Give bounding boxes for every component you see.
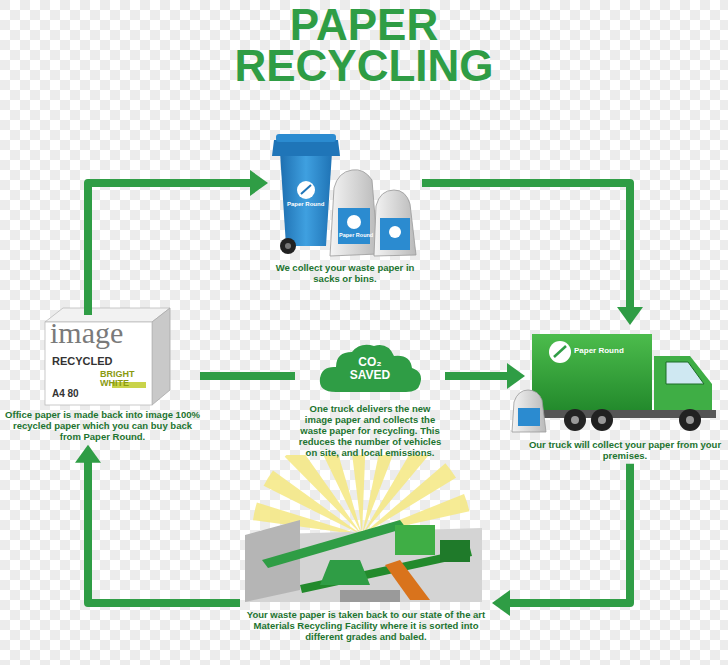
brand-name: image: [50, 318, 123, 348]
truck-step: Our truck will collect your paper from y…: [525, 325, 725, 464]
arrow-head: [492, 590, 510, 616]
step-caption: Our truck will collect your paper from y…: [525, 440, 725, 462]
step-caption: We collect your waste paper in sacks or …: [268, 263, 422, 285]
arrow-shaft: [88, 183, 252, 315]
arrow-head: [507, 363, 525, 389]
arrow-shaft: [422, 183, 630, 309]
brand-label: Paper Round: [339, 233, 373, 239]
paper-sacks: [330, 170, 416, 256]
product-line: RECYCLED: [52, 356, 113, 367]
co2-cloud: CO₂ SAVED One truck delivers the new imag…: [295, 340, 445, 461]
flow-arrow: [492, 464, 630, 616]
title-block: PAPER RECYCLING: [0, 4, 728, 86]
cloud-shape: CO₂ SAVED: [314, 340, 426, 398]
flow-arrow: [88, 170, 268, 315]
arrow-shaft: [445, 372, 509, 380]
recycling-facility: [245, 480, 482, 602]
paper-size: A4 80: [52, 389, 79, 399]
paper-ream: [45, 308, 170, 405]
arrow-shaft: [508, 464, 630, 603]
title: PAPER RECYCLING: [214, 4, 514, 86]
cloud-heading: CO₂ SAVED: [340, 356, 400, 382]
paper-shade: BRIGHT WHITE: [100, 370, 148, 388]
wheelie-bin: [272, 134, 340, 254]
step-caption: Office paper is made back into image 100…: [5, 410, 200, 443]
brand-label: Paper Round: [574, 347, 624, 355]
arrow-head: [250, 170, 268, 196]
flow-arrow: [200, 376, 295, 377]
facility-step: Your waste paper is taken back to our st…: [240, 485, 492, 645]
flow-arrow: [422, 183, 643, 325]
flow-arrow: [75, 445, 240, 603]
step-caption: One truck delivers the new image paper a…: [295, 404, 445, 459]
arrow-head: [617, 307, 643, 325]
recycling-truck: [512, 334, 716, 432]
arrow-head: [75, 445, 101, 463]
step-caption: Your waste paper is taken back to our st…: [240, 610, 492, 643]
collection-step: We collect your waste paper in sacks or …: [268, 130, 422, 287]
flow-arrow: [445, 363, 525, 389]
arrow-shaft: [200, 372, 295, 380]
arrow-shaft: [88, 461, 240, 603]
brand-label: Paper Round: [287, 201, 324, 207]
